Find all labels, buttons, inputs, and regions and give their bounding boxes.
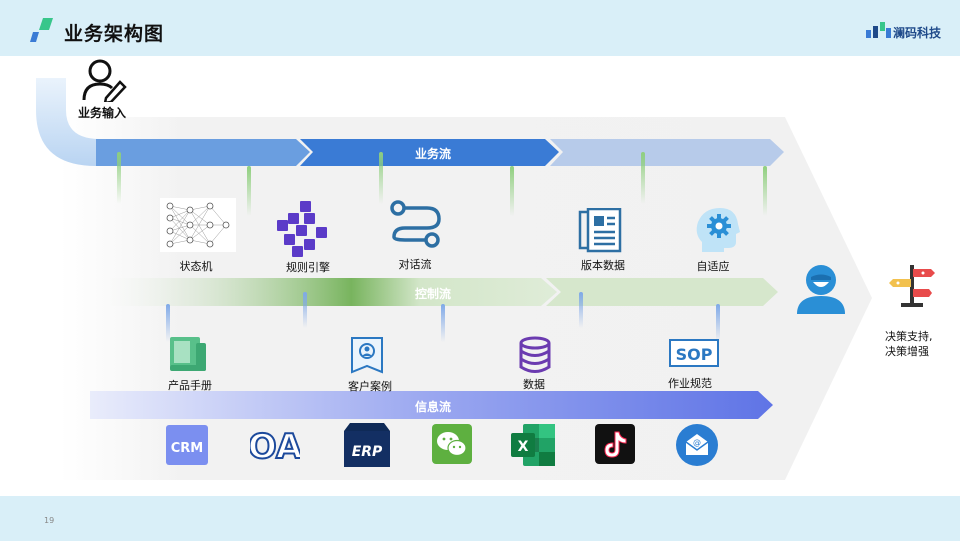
erp-icon-text: ERP (352, 444, 383, 460)
email-icon: @ (676, 424, 718, 466)
brand-name: 澜码科技 (893, 26, 942, 40)
header-bar (0, 0, 960, 56)
oa-icon-text: OA (250, 427, 300, 465)
control-flow-band (100, 278, 557, 306)
tiktok-icon (595, 424, 635, 464)
page-number: 19 (44, 516, 55, 525)
footer-bar (0, 496, 960, 541)
info-flow-label: 信息流 (415, 400, 452, 414)
dialog-flow-label: 对话流 (398, 258, 432, 271)
sop-label: 作业规范 (668, 377, 712, 390)
business-input-label: 业务输入 (78, 106, 127, 120)
crm-icon: CRM (166, 425, 208, 465)
version-data-label: 版本数据 (581, 259, 625, 272)
customer-case-icon (351, 337, 383, 374)
control-flow-label: 控制流 (415, 287, 452, 301)
sop-icon-text: SOP (676, 345, 713, 364)
neural-network-icon (160, 198, 236, 252)
adaptive-head-gear-icon (696, 208, 740, 252)
product-manual-label: 产品手册 (168, 379, 212, 392)
version-data-icon (578, 208, 622, 253)
user-edit-icon (82, 59, 127, 102)
svg-text:@: @ (693, 438, 701, 447)
business-flow-label: 业务流 (415, 147, 452, 161)
happy-user-icon (797, 265, 845, 314)
state-machine-label: 状态机 (179, 260, 213, 273)
dialog-flow-icon (390, 200, 441, 248)
signpost-icon (889, 265, 935, 307)
svg-text:X: X (518, 439, 529, 455)
rule-engine-icon (277, 201, 327, 257)
sop-icon: SOP (669, 339, 719, 367)
page-title: 业务架构图 (64, 23, 165, 45)
oa-icon: OA (250, 426, 300, 465)
rule-engine-label: 规则引擎 (286, 261, 330, 274)
excel-icon: X (511, 424, 555, 466)
customer-case-label: 客户案例 (348, 380, 392, 393)
data-label: 数据 (523, 378, 545, 391)
decision-support-label: 决策支持, 决策增强 (885, 329, 960, 359)
decision-support-line1: 决策支持, (885, 330, 933, 343)
wechat-icon (432, 424, 472, 464)
decision-support-line2: 决策增强 (885, 345, 929, 358)
brand-logo-icon (866, 22, 891, 38)
info-flow-band (90, 391, 773, 419)
adaptive-label: 自适应 (696, 260, 730, 273)
crm-icon-text: CRM (171, 441, 204, 456)
database-icon (519, 336, 551, 373)
logo-icon (30, 18, 53, 42)
product-manual-icon (170, 337, 206, 371)
business-flow-band (96, 139, 310, 166)
erp-icon: ERP (344, 423, 390, 467)
